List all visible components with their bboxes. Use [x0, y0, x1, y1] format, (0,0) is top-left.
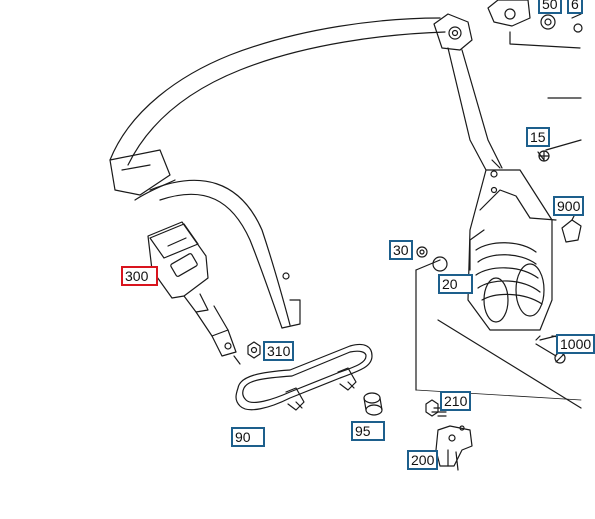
- callout-90[interactable]: 90: [231, 427, 265, 447]
- callout-210[interactable]: 210: [440, 391, 472, 411]
- callout-900[interactable]: 900: [553, 196, 585, 216]
- belt-strap-upper: [109, 17, 446, 196]
- callout-200[interactable]: 200: [407, 450, 439, 470]
- upper-pivot-anchor: [433, 13, 503, 171]
- callout-1000[interactable]: 1000: [556, 334, 595, 354]
- bracket-200: [435, 425, 473, 471]
- clip-900: [561, 211, 582, 243]
- callout-50[interactable]: 50: [538, 0, 562, 14]
- retractor-frame: [415, 97, 582, 409]
- callout-20[interactable]: 20: [438, 274, 473, 294]
- callout-15[interactable]: 15: [526, 127, 550, 147]
- nut-310: [247, 341, 261, 359]
- belt-buckle-300: [147, 221, 241, 365]
- belt-strap-lower: [134, 179, 301, 329]
- callout-30[interactable]: 30: [389, 240, 413, 260]
- callout-300[interactable]: 300: [121, 266, 158, 286]
- belt-retractor: [467, 159, 553, 331]
- loop-belt-90: [235, 343, 373, 411]
- callout-310[interactable]: 310: [263, 341, 295, 361]
- top-bracket-parts: [487, 0, 583, 49]
- bolt-15: [537, 150, 550, 162]
- washer-30: [416, 246, 448, 272]
- callout-6[interactable]: 6: [567, 0, 583, 14]
- callout-95[interactable]: 95: [351, 421, 385, 441]
- seat-belt-exploded-diagram: [109, 0, 583, 471]
- spacer-95: [363, 392, 383, 416]
